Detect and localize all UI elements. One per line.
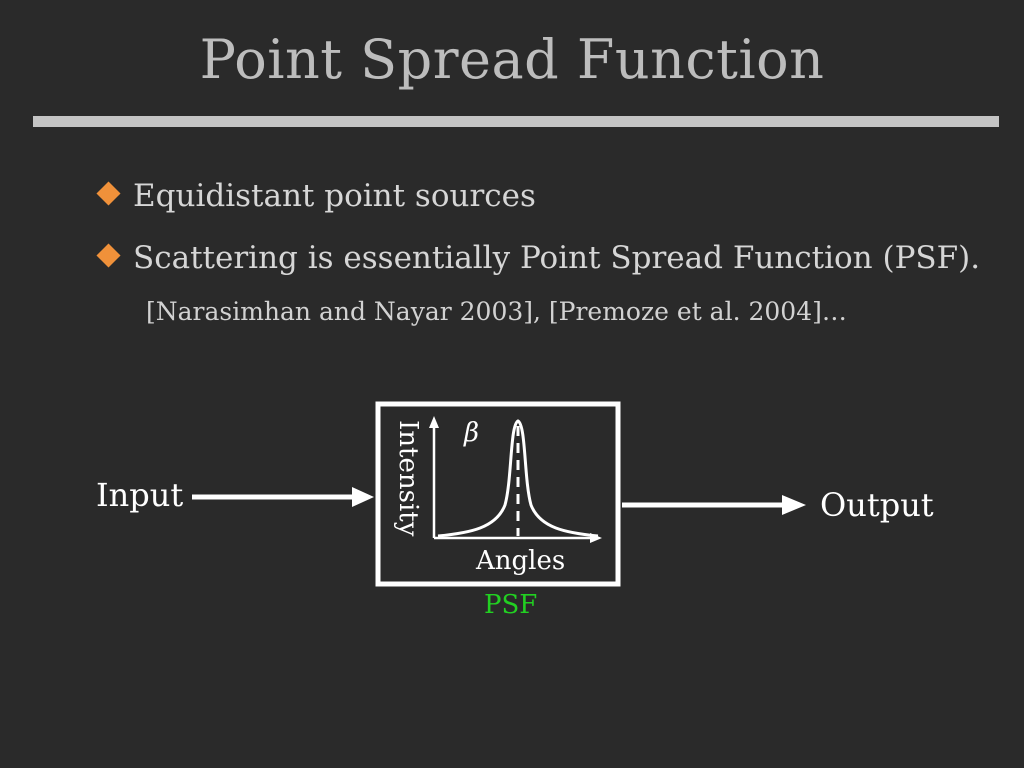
output-label: Output xyxy=(820,486,934,524)
psf-curve xyxy=(437,419,599,538)
bullet-item: Scattering is essentially Point Spread F… xyxy=(96,240,980,276)
slide-title: Point Spread Function xyxy=(199,28,825,91)
box-caption: PSF xyxy=(484,590,538,620)
bullet-text: Equidistant point sources xyxy=(133,178,536,214)
x-axis-label: Angles xyxy=(476,546,566,576)
y-axis xyxy=(429,416,439,538)
bullet-text: Scattering is essentially Point Spread F… xyxy=(133,240,981,276)
psf-box xyxy=(375,401,621,587)
title-divider xyxy=(33,116,999,127)
peak-symbol: β xyxy=(464,418,480,448)
input-label: Input xyxy=(96,476,184,514)
y-axis-label: Intensity xyxy=(393,420,423,537)
reference-citation: [Narasimhan and Nayar 2003], [Premoze et… xyxy=(146,297,847,326)
input-arrow xyxy=(192,487,374,507)
output-arrow xyxy=(622,495,806,515)
bullet-item: Equidistant point sources xyxy=(96,178,536,214)
